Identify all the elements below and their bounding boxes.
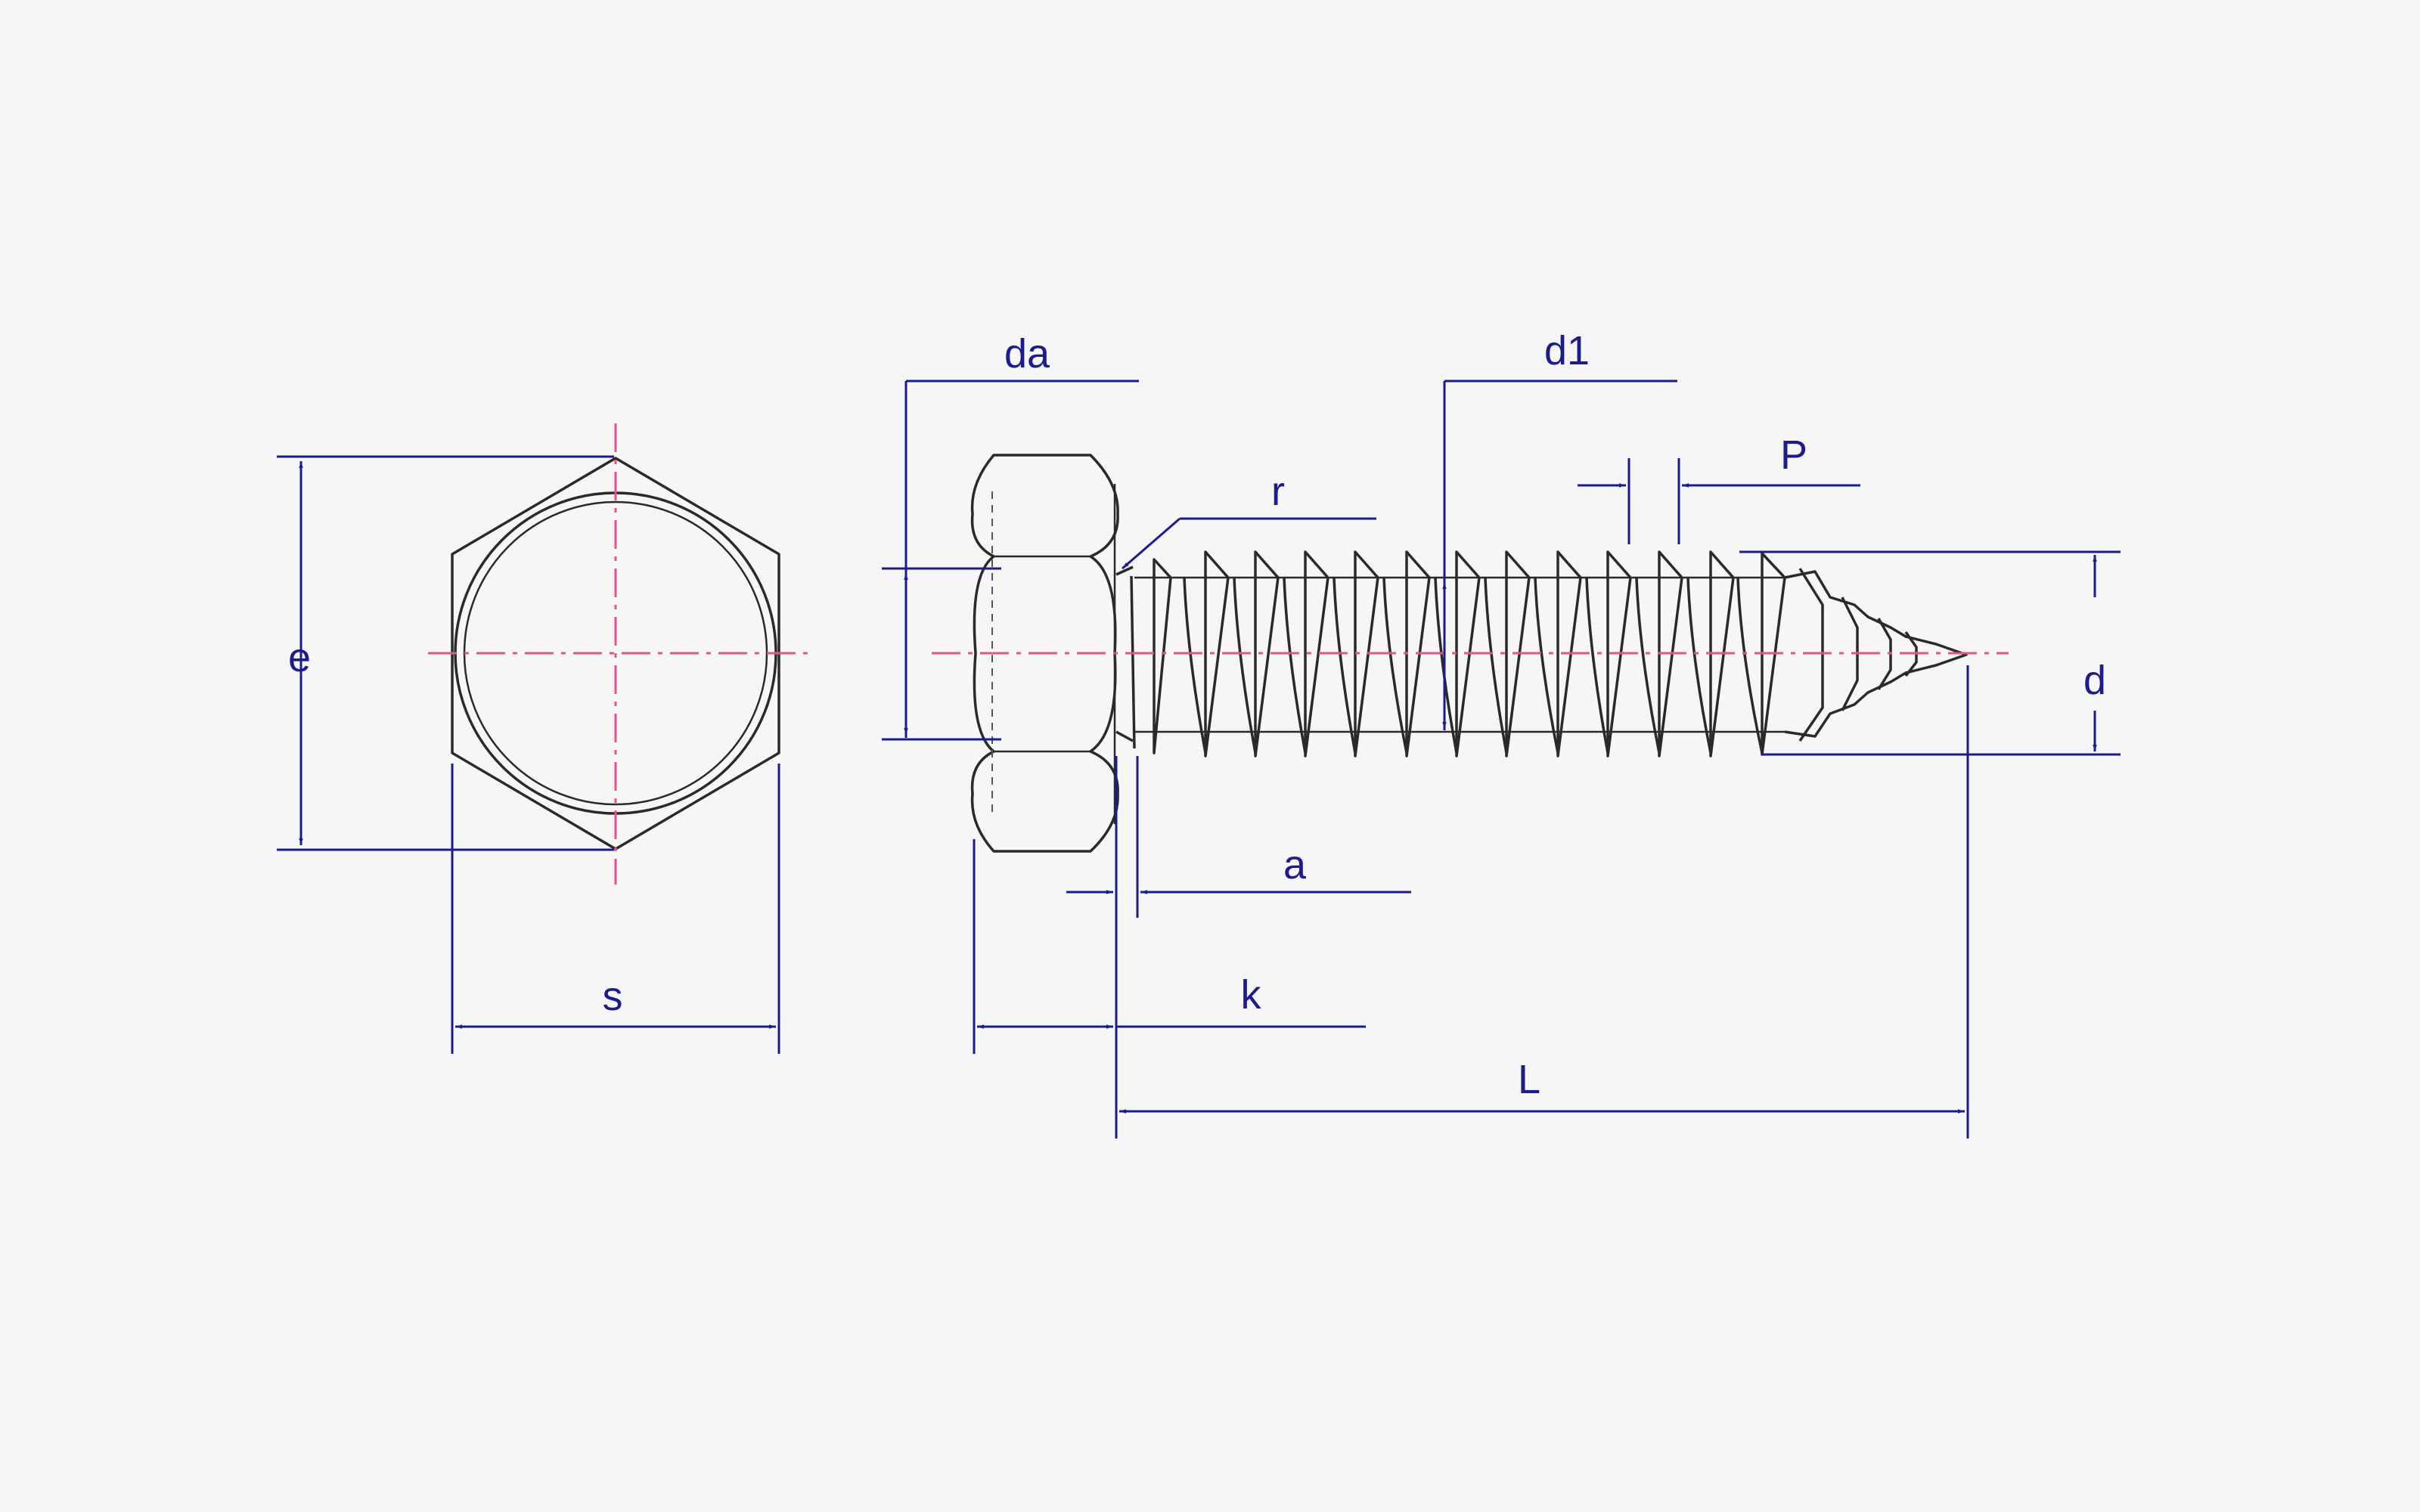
- label-e: e: [288, 635, 311, 680]
- label-P: P: [1780, 432, 1807, 478]
- dimension-da: da: [882, 331, 1139, 741]
- label-k: k: [1241, 972, 1262, 1018]
- front-view-centerlines: [428, 423, 814, 885]
- label-da: da: [1004, 331, 1050, 376]
- dimension-P: P: [1578, 432, 1860, 544]
- label-d: d: [2083, 658, 2106, 703]
- dimension-L: L: [1115, 665, 1969, 1139]
- dimension-d1: d1: [1442, 328, 1677, 730]
- label-L: L: [1518, 1057, 1540, 1102]
- dimension-e: e: [277, 455, 614, 851]
- label-s: s: [603, 974, 623, 1019]
- dimension-r: r: [1122, 469, 1376, 570]
- dimension-s: s: [451, 764, 780, 1054]
- dimension-d: d: [1739, 550, 2121, 756]
- dimension-a: a: [1066, 756, 1411, 1054]
- label-d1: d1: [1544, 328, 1590, 373]
- label-r: r: [1271, 469, 1285, 514]
- label-a: a: [1283, 842, 1307, 888]
- screw-head-side-view: [970, 454, 1134, 853]
- dimension-k: k: [973, 839, 1366, 1054]
- screw-shank-side-view: [1130, 550, 1786, 758]
- screw-tip-side-view: [1784, 568, 1968, 742]
